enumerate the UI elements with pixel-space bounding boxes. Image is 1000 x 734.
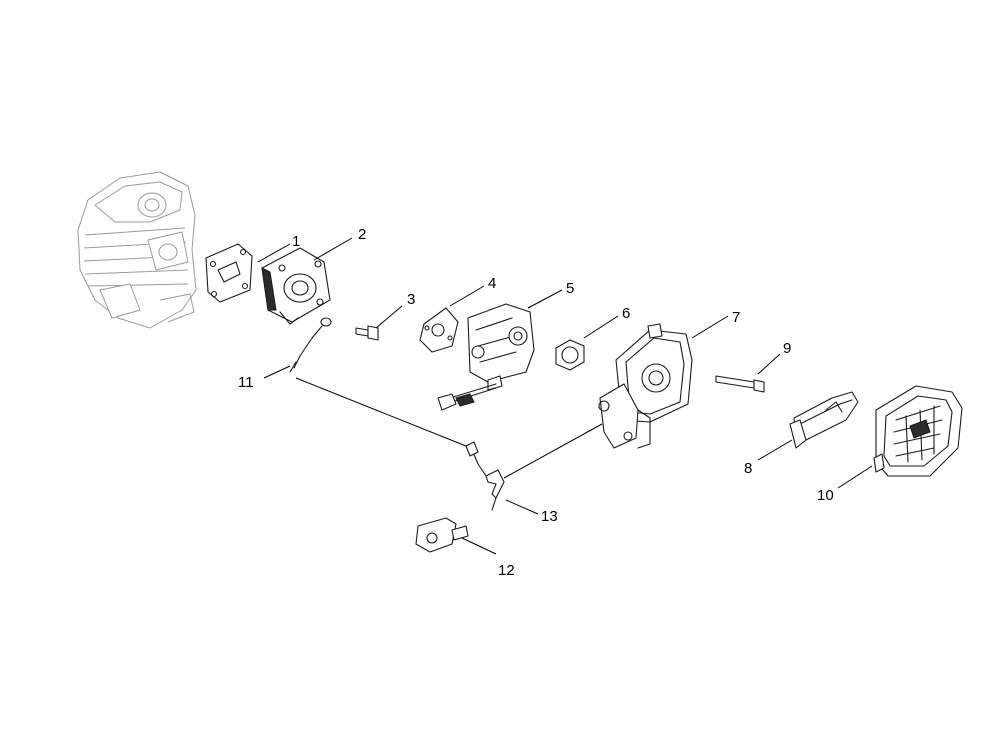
leader-lines [257,237,873,555]
callout-10: 10 [817,487,834,504]
callout-12: 12 [498,562,515,579]
part-2-intake-flange [261,247,331,325]
callout-labels: 1 2 3 4 5 6 7 8 9 10 11 12 13 [238,226,834,579]
part-13-connector [465,441,505,511]
callout-11: 11 [238,374,254,391]
callout-8: 8 [744,460,752,477]
part-4-gasket [419,307,459,353]
part-5-carburetor [437,303,535,411]
part-1-gasket [205,243,253,303]
part-12-bracket [415,517,469,553]
callout-7: 7 [732,309,740,326]
callout-5: 5 [566,280,574,297]
part-9-bolt [715,375,765,393]
engine-cylinder-ghost [77,171,197,329]
callout-6: 6 [622,305,630,322]
part-7-air-filter-base [598,323,693,449]
part-11-wire [289,317,332,373]
callout-4: 4 [488,275,496,292]
callout-1: 1 [292,233,300,250]
callout-9: 9 [783,340,791,357]
part-10-air-filter [873,385,963,477]
callout-2: 2 [358,226,366,243]
part-3-screw [355,325,379,341]
part-8-choke-shutter [789,391,859,449]
part-6-ring-gasket [555,339,585,371]
callout-3: 3 [407,291,415,308]
callout-13: 13 [541,508,558,525]
connection-lines [295,377,603,479]
